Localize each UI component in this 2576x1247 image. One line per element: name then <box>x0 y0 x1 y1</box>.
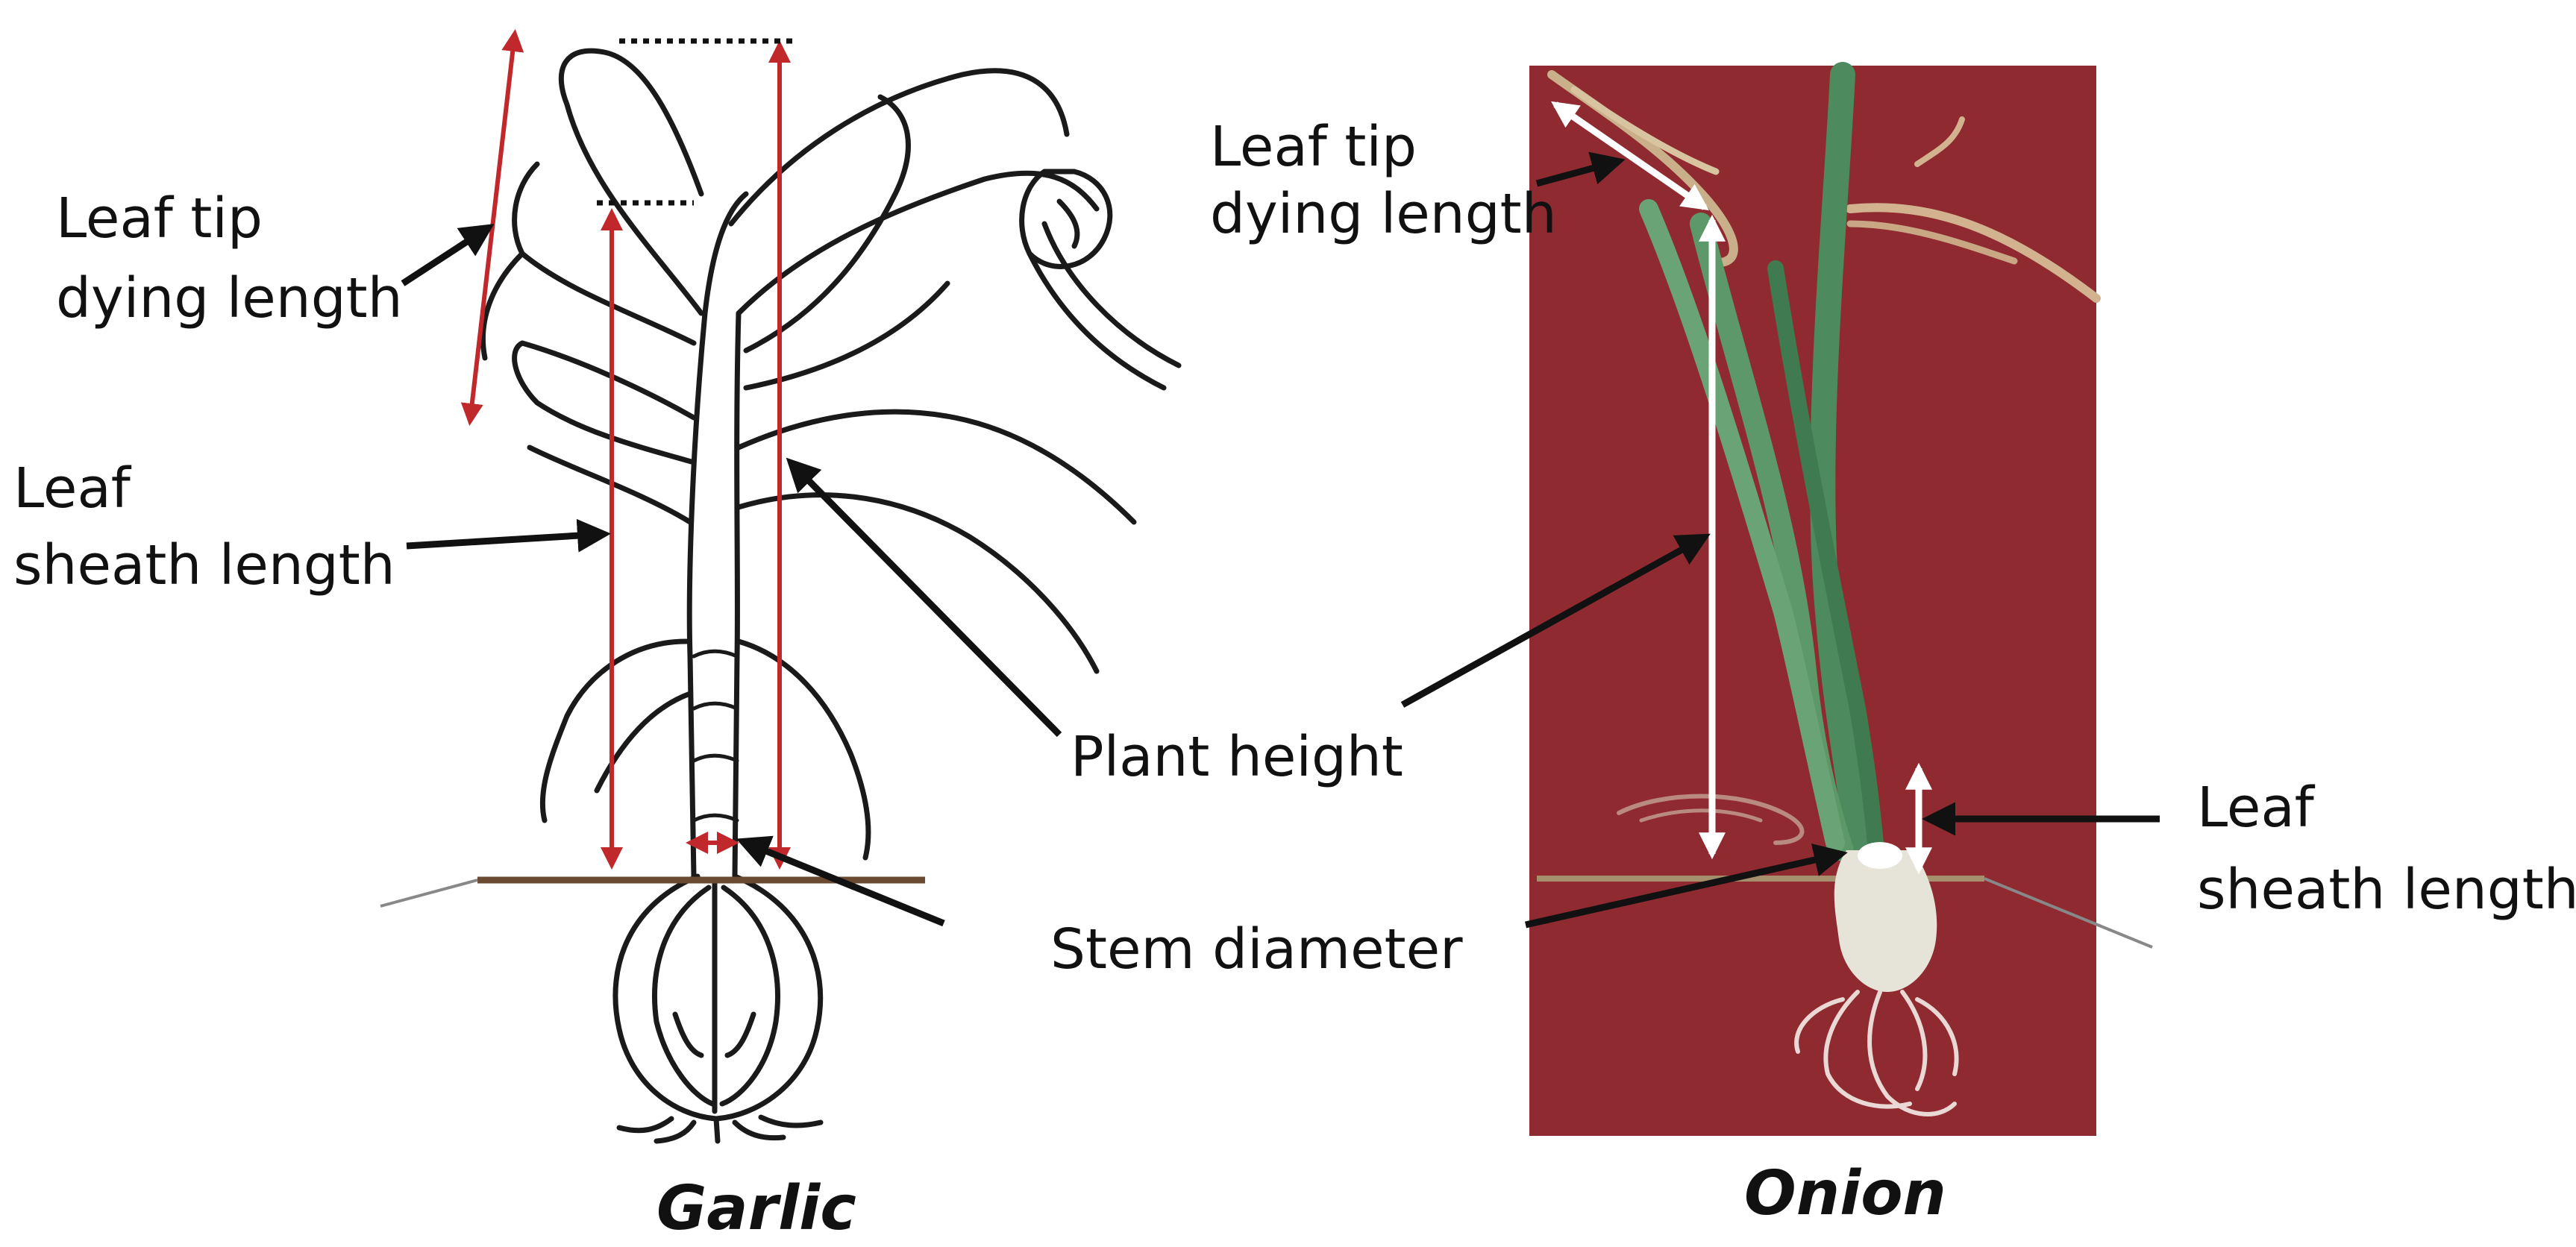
garlic-caption: Garlic <box>656 1173 856 1244</box>
garlic-leaf-tip-label-line1: Leaf tip <box>56 186 263 251</box>
garlic-leaf-tip-pointer <box>401 224 495 286</box>
garlic-bulb <box>612 873 824 1144</box>
stem-diameter-label: Stem diameter <box>1050 917 1463 981</box>
garlic-leaf-tip-label-line2: dying length <box>56 266 403 330</box>
onion-leaf-tip-pointer <box>1535 151 1626 187</box>
onion-sheath-label-line1: Leaf <box>2197 776 2316 840</box>
onion-sheath-label-line2: sheath length <box>2197 858 2576 922</box>
plant-height-label: Plant height <box>1071 725 1403 789</box>
onion-caption: Onion <box>1744 1158 1946 1229</box>
garlic-stem-diameter-pointer <box>736 835 945 927</box>
garlic-leaf-tip-red-arrow <box>460 29 524 426</box>
onion-bulb <box>1834 850 1937 992</box>
plant-height-pointer-onion <box>1400 533 1711 708</box>
onion-leaf-tip-label-line1: Leaf tip <box>1210 115 1417 179</box>
onion-stem-diameter-pointer <box>1525 843 1848 929</box>
garlic-leaf <box>558 48 704 316</box>
garlic-sheath-label-line1: Leaf <box>13 456 132 521</box>
pointer-arrows <box>401 151 2160 929</box>
onion-leaves <box>1639 62 1884 861</box>
onion-photo-background <box>1529 66 2096 1136</box>
garlic-sheath-pointer <box>406 518 611 553</box>
plant-height-pointer-garlic <box>786 457 1062 738</box>
garlic-measurements <box>460 29 798 870</box>
onion-leaf-tip-white-arrow <box>1551 101 1709 211</box>
onion-leaf-tip-label-line2: dying length <box>1210 182 1557 246</box>
garlic-sheath-label-line2: sheath length <box>13 533 395 597</box>
onion-photo <box>1529 62 2153 1136</box>
garlic-stem <box>686 191 749 879</box>
